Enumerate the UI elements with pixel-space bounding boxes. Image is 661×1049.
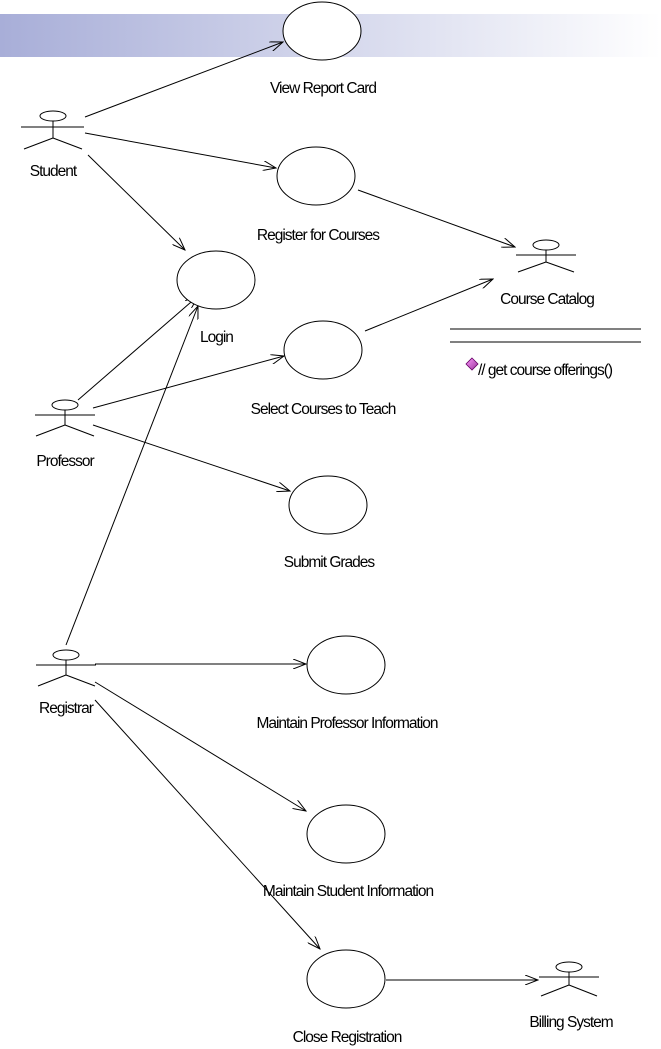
assoc-registrar-close-registration <box>94 699 320 949</box>
use-case-close-registration[interactable] <box>306 949 386 1009</box>
operation-icon <box>465 357 479 371</box>
actor-left-leg <box>35 424 66 437</box>
use-case-label-maintain-student-information: Maintain Student Information <box>263 883 434 900</box>
use-case-label-maintain-professor-information: Maintain Professor Information <box>256 715 437 732</box>
assoc-registrar-login <box>65 306 198 646</box>
actor-right-leg <box>545 261 575 273</box>
actor-head <box>555 961 583 973</box>
actor-label-registrar: Registrar <box>39 700 94 717</box>
actor-label-professor: Professor <box>36 453 94 470</box>
use-case-label-login: Login <box>200 329 233 346</box>
use-case-submit-grades[interactable] <box>288 475 368 535</box>
assoc-select-courses-course-catalog <box>364 279 493 332</box>
actor-head <box>51 399 79 411</box>
use-case-label-register-for-courses: Register for Courses <box>257 227 380 244</box>
assoc-register-for-courses-course-catalog <box>357 189 515 247</box>
assoc-registrar-maintain-student <box>94 681 306 811</box>
assoc-student-login <box>87 154 185 250</box>
use-case-view-report-card[interactable] <box>282 1 362 61</box>
use-case-label-close-registration: Close Registration <box>293 1029 402 1046</box>
actor-course-catalog[interactable] <box>516 239 576 273</box>
use-case-login[interactable] <box>176 250 256 310</box>
class-operation-label: // get course offerings() <box>478 362 613 379</box>
assoc-professor-login <box>77 296 198 401</box>
actor-professor[interactable] <box>35 399 95 437</box>
use-case-maintain-professor-information[interactable] <box>306 635 386 695</box>
actor-registrar[interactable] <box>36 649 96 687</box>
actor-left-leg <box>37 674 67 687</box>
use-case-label-submit-grades: Submit Grades <box>284 554 376 571</box>
use-case-register-for-courses[interactable] <box>276 146 356 206</box>
actor-student[interactable] <box>21 110 84 150</box>
assoc-professor-submit-grades <box>92 424 290 491</box>
assoc-student-view-report-card <box>84 42 283 118</box>
actor-right-leg <box>64 424 95 437</box>
actor-head <box>39 110 67 122</box>
actor-left-leg <box>517 261 547 273</box>
actor-head <box>52 649 80 661</box>
use-case-maintain-student-information[interactable] <box>306 804 386 864</box>
use-case-label-view-report-card: View Report Card <box>270 80 376 97</box>
actor-head <box>532 239 560 251</box>
actor-label-course-catalog: Course Catalog <box>500 291 594 308</box>
actor-left-leg <box>23 137 54 150</box>
actor-right-leg <box>568 984 598 997</box>
actor-right-leg <box>52 137 83 150</box>
actor-label-billing-system: Billing System <box>529 1014 612 1031</box>
assoc-student-register-for-courses <box>84 132 276 168</box>
actor-label-student: Student <box>30 163 78 180</box>
use-case-select-courses-to-teach[interactable] <box>283 320 363 380</box>
assoc-professor-select-courses <box>92 356 284 409</box>
actor-billing-system[interactable] <box>539 961 599 997</box>
actor-right-leg <box>65 674 96 687</box>
use-case-label-select-courses-to-teach: Select Courses to Teach <box>251 401 396 418</box>
actor-left-leg <box>540 984 570 997</box>
use-cases <box>176 1 386 1009</box>
associations <box>65 42 538 980</box>
